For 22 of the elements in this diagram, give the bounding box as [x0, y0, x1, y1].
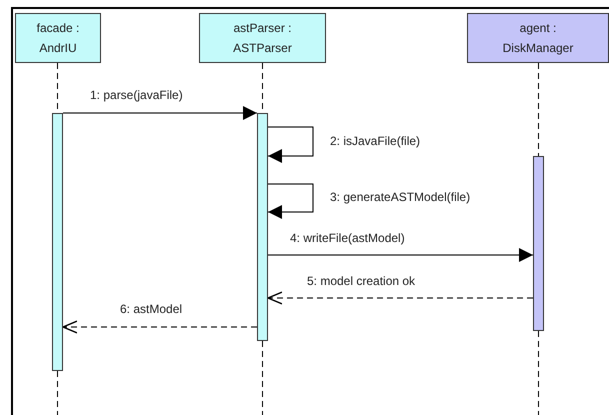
message-arrow [268, 126, 314, 163]
activation-bar [533, 156, 544, 331]
lifeline-header [467, 13, 609, 63]
message-label: 5: model creation ok [305, 274, 418, 288]
message-arrow [267, 291, 534, 305]
message-arrow [268, 248, 534, 262]
message-label: 6: astModel [118, 302, 184, 316]
lifeline-header [199, 13, 326, 63]
message-arrow [62, 106, 258, 120]
activation-bar [52, 113, 63, 371]
activation-bar [257, 113, 268, 341]
message-label: 4: writeFile(astModel) [288, 231, 407, 245]
message-arrow [268, 184, 314, 219]
message-label: 3: generateASTModel(file) [328, 190, 472, 204]
message-label: 1: parse(javaFile) [88, 88, 185, 102]
object-name: agent : DiskManager [502, 20, 574, 57]
lifeline-header [15, 13, 101, 63]
message-label: 2: isJavaFile(file) [328, 134, 422, 148]
message-arrow [62, 320, 258, 334]
object-name: facade : AndrIU [36, 20, 80, 57]
lifeline [538, 62, 539, 156]
object-name: astParser : ASTParser [232, 20, 293, 57]
